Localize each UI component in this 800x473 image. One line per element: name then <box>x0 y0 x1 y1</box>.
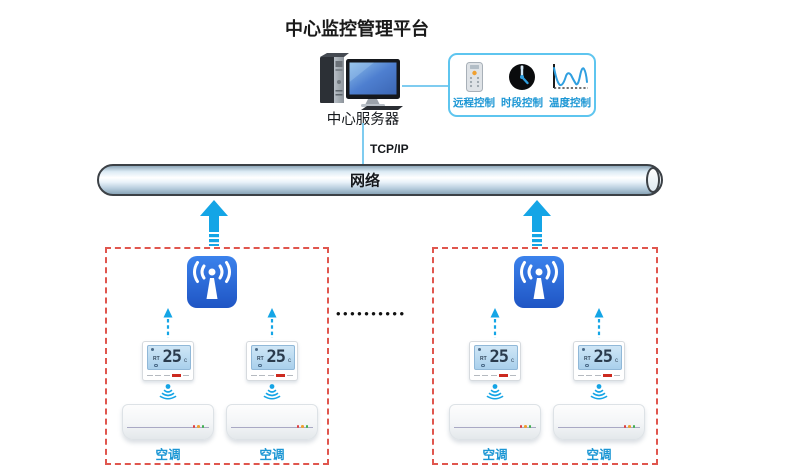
server-label: 中心服务器 <box>326 112 400 128</box>
schedule-control-label: 时段控制 <box>501 97 543 109</box>
pipe-end-opening <box>646 167 660 193</box>
wireless-gateway-icon <box>187 256 237 308</box>
server-to-panel-connector <box>402 85 448 87</box>
thermostat-screen: RT 25 c <box>147 345 191 370</box>
control-item-remote: 远程控制 <box>451 60 497 110</box>
temperature-unit: c <box>511 358 514 364</box>
ac-indicator-lights <box>519 425 531 428</box>
thermostat-buttons <box>147 374 189 377</box>
remote-control-icon <box>465 60 483 93</box>
settings-gear-icon <box>481 363 485 367</box>
ac-panel-line <box>231 427 313 428</box>
control-capabilities-panel: 远程控制 时段控制 温度控制 <box>448 53 596 117</box>
power-button <box>171 374 181 377</box>
wireless-signal-icon <box>486 384 504 400</box>
zone-box-2: RT 25 c 空调 <box>432 247 658 465</box>
ac-indicator-lights <box>192 425 204 428</box>
temperature-control-label: 温度控制 <box>549 97 591 109</box>
ac-panel-line <box>454 427 536 428</box>
thermostat-screen: RT 25 c <box>578 345 622 370</box>
network-bus-label: 网络 <box>349 172 381 190</box>
remote-control-label: 远程控制 <box>453 97 495 109</box>
thermostat: RT 25 c <box>246 341 298 381</box>
mode-sun-icon <box>255 348 258 351</box>
air-conditioner <box>553 404 645 440</box>
thermostat-screen: RT 25 c <box>251 345 295 370</box>
thermostat-screen: RT 25 c <box>474 345 518 370</box>
thermostat: RT 25 c <box>469 341 521 381</box>
wireless-gateway-icon <box>514 256 564 308</box>
dashed-uplink-arrow-icon <box>594 308 604 338</box>
power-button <box>602 374 612 377</box>
uplink-arrow-left <box>200 200 228 246</box>
wireless-signal-icon <box>159 384 177 400</box>
mode-sun-icon <box>582 348 585 351</box>
temperature-value: 25 <box>489 347 510 367</box>
zone-box-1: RT 25 c 空调 <box>105 247 329 465</box>
server-to-network-connector <box>362 123 364 164</box>
temperature-value: 25 <box>162 347 183 367</box>
room-temp-tag: RT <box>480 356 487 362</box>
thermostat-buttons <box>474 374 516 377</box>
air-conditioner <box>122 404 214 440</box>
ac-label: 空调 <box>259 448 285 462</box>
dashed-uplink-arrow-icon <box>163 308 173 338</box>
ac-indicator-lights <box>296 425 308 428</box>
room-temp-tag: RT <box>584 356 591 362</box>
uplink-arrow-right <box>523 200 551 246</box>
temperature-unit: c <box>615 358 618 364</box>
temperature-curve-icon <box>550 60 590 93</box>
control-item-temperature: 温度控制 <box>547 60 593 110</box>
ac-label: 空调 <box>586 448 612 462</box>
thermostat: RT 25 c <box>142 341 194 381</box>
room-temp-tag: RT <box>257 356 264 362</box>
device-column: RT 25 c 空调 <box>449 308 541 463</box>
page-title: 中心监控管理平台 <box>285 19 429 39</box>
thermostat: RT 25 c <box>573 341 625 381</box>
wireless-signal-icon <box>590 384 608 400</box>
power-button <box>275 374 285 377</box>
control-item-schedule: 时段控制 <box>499 60 545 110</box>
device-column: RT 25 c 空调 <box>122 308 214 463</box>
ac-indicator-lights <box>623 425 635 428</box>
dashed-uplink-arrow-icon <box>490 308 500 338</box>
temperature-value: 25 <box>266 347 287 367</box>
ac-panel-line <box>558 427 640 428</box>
device-column: RT 25 c 空调 <box>226 308 318 463</box>
mode-sun-icon <box>151 348 154 351</box>
thermostat-buttons <box>251 374 293 377</box>
settings-gear-icon <box>154 363 158 367</box>
temperature-unit: c <box>184 358 187 364</box>
wireless-signal-icon <box>263 384 281 400</box>
air-conditioner <box>449 404 541 440</box>
clock-icon <box>508 60 536 93</box>
more-zones-ellipsis: •••••••••• <box>336 306 407 321</box>
temperature-value: 25 <box>593 347 614 367</box>
ac-label: 空调 <box>155 448 181 462</box>
network-bus: 网络 <box>97 164 663 196</box>
ac-panel-line <box>127 427 209 428</box>
device-column: RT 25 c 空调 <box>553 308 645 463</box>
dashed-uplink-arrow-icon <box>267 308 277 338</box>
mode-sun-icon <box>478 348 481 351</box>
air-conditioner <box>226 404 318 440</box>
power-button <box>498 374 508 377</box>
settings-gear-icon <box>258 363 262 367</box>
protocol-label: TCP/IP <box>370 142 409 156</box>
server-computer-icon <box>320 53 403 110</box>
temperature-unit: c <box>288 358 291 364</box>
settings-gear-icon <box>585 363 589 367</box>
thermostat-buttons <box>578 374 620 377</box>
room-temp-tag: RT <box>153 356 160 362</box>
ac-label: 空调 <box>482 448 508 462</box>
